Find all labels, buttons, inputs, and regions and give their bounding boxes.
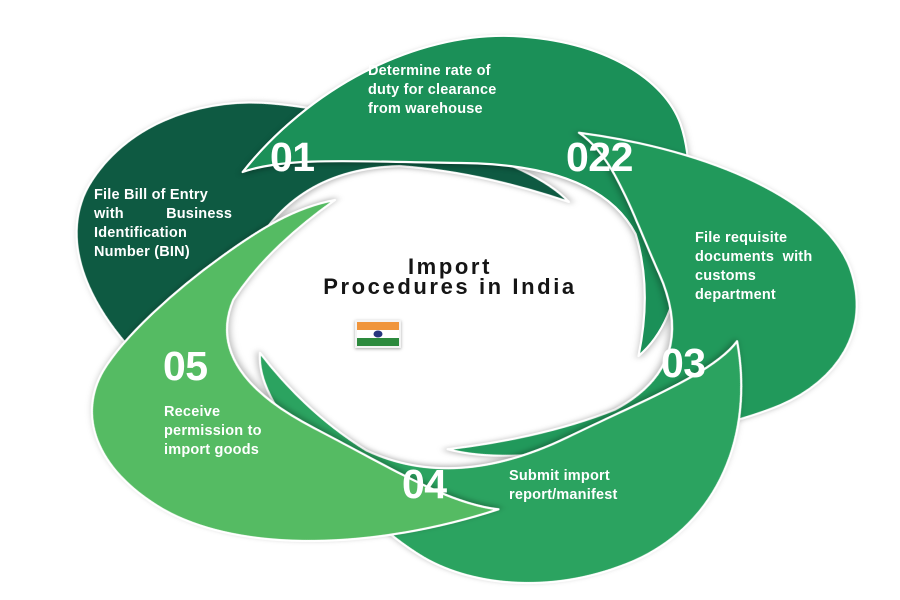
step-01-number: 01	[270, 134, 315, 180]
step-05-label: Receive permission to import goods	[164, 404, 262, 458]
petal-step-05	[21, 179, 655, 600]
step-03-number: 03	[661, 340, 706, 386]
flag-white-stripe	[357, 330, 399, 338]
flag-saffron-stripe	[357, 322, 399, 330]
step-022-number: 022	[566, 134, 633, 180]
step-03-label: File requisite documents with customs de…	[695, 230, 813, 303]
step-022-label: Determine rate of duty for clearance fro…	[368, 63, 497, 117]
step-04-number: 04	[402, 461, 447, 507]
ashoka-chakra-icon	[373, 330, 383, 338]
flag-green-stripe	[357, 338, 399, 346]
step-05-number: 05	[163, 343, 208, 389]
diagram-title: Import Procedures in India	[250, 254, 650, 299]
diagram-title-line-2: Procedures in India	[323, 274, 577, 299]
india-flag	[355, 320, 401, 348]
step-04-label: Submit import report/manifest	[509, 468, 618, 503]
diagram-title-line-1: Import	[407, 254, 493, 279]
step-01-label: File Bill of Entry with Business Identif…	[94, 187, 233, 260]
